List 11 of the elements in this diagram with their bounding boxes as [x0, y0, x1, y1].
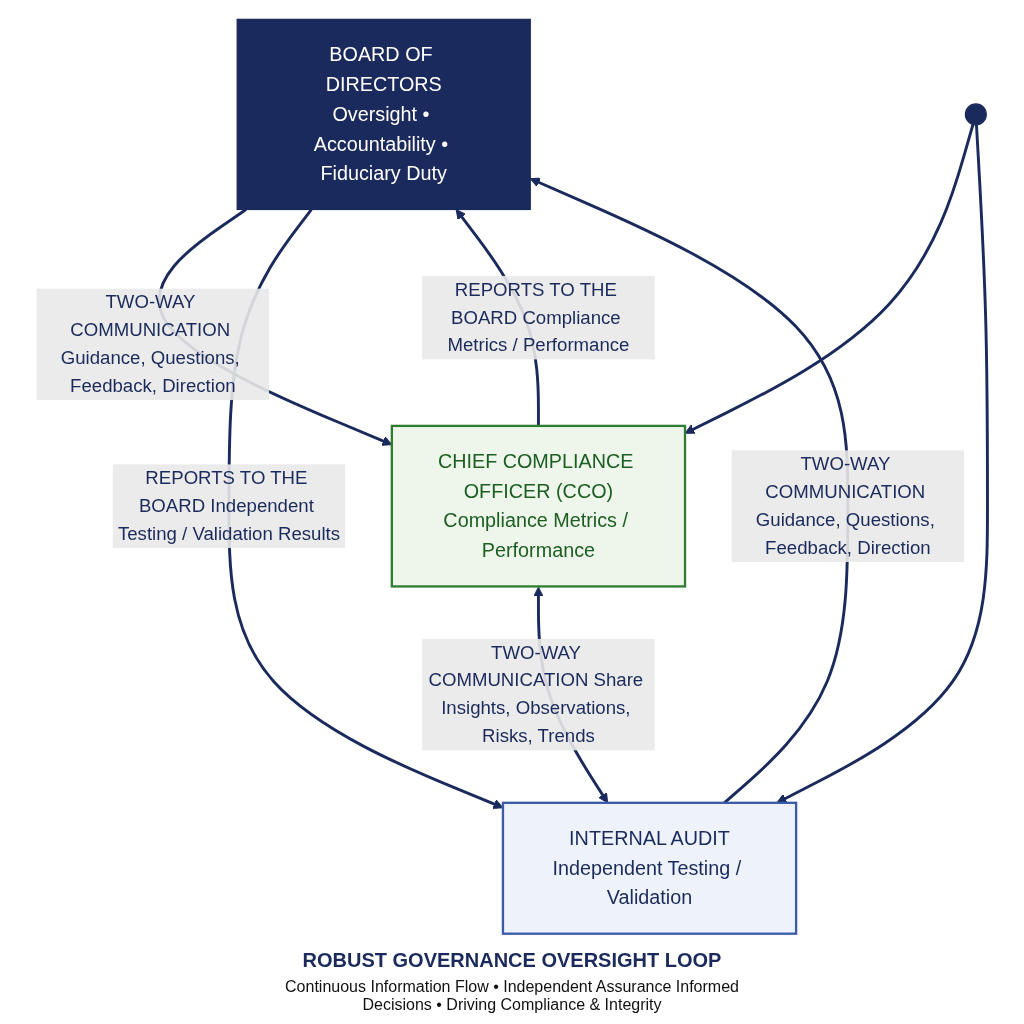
edge-label: TWO-WAY COMMUNICATION Guidance, Questions, Feedback, Direction [60, 291, 240, 396]
loop-description: Continuous Information Flow • Independent Assurance Informed Decisions • Driving Compliance & Integrity [284, 978, 740, 1014]
loop-heading: ROBUST GOVERNANCE OVERSIGHT LOOP [302, 949, 722, 972]
node-box: CHIEF COMPLIANCE OFFICER (CCO) Compliance Metrics / Performance [390, 424, 687, 588]
edge-label: TWO-WAY COMMUNICATION Share Insights, Observations, Risks, Trends [428, 642, 644, 746]
node-box: INTERNAL AUDIT Independent Testing / Validation [501, 801, 798, 935]
edge-label: REPORTS TO THE BOARD Compliance Metrics / Performance [447, 279, 630, 355]
edge-label: REPORTS TO THE BOARD Independent Testing / Validation Results [117, 467, 341, 544]
edge-label: TWO-WAY COMMUNICATION Guidance, Questions, Feedback, Direction [755, 453, 935, 558]
node-circle [964, 103, 987, 126]
node-box: BOARD OF DIRECTORS Oversight • Accountability • Fiduciary Duty [236, 18, 531, 211]
